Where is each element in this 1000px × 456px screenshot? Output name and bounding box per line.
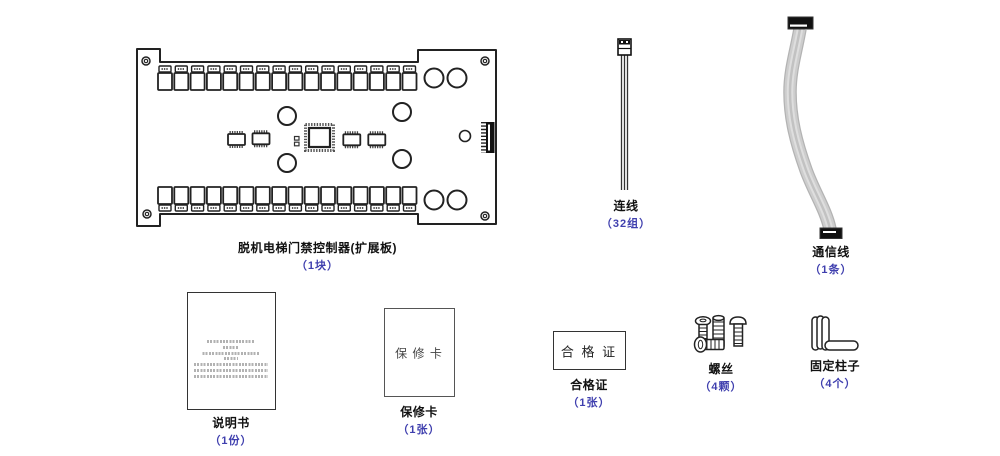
mcu-chip [304,123,335,152]
manual-qty: （1份） [209,435,253,447]
screws-label: 螺丝 [708,362,734,376]
item-manual: 说明书 （1份） [184,292,278,448]
screws-qty: （4颗） [699,381,743,393]
comm-cable-connector-bottom [819,227,843,239]
warranty-qty: （1张） [397,424,441,436]
board-circles [277,67,472,211]
board-label: 脱机电梯门禁控制器(扩展板) [238,241,397,255]
wire-qty: （32组） [600,218,652,230]
warranty-card-text: 保 修 卡 [395,346,443,360]
comm-cable-connector-top [787,16,814,30]
wire-label: 连线 [613,199,639,213]
item-certificate: 合 格 证 合格证 （1张） [549,331,629,410]
item-comm-cable: 通信线 （1条） [775,10,887,277]
wire-drawing [617,38,632,190]
comm-cable-label: 通信线 [812,245,850,259]
certificate-card-text: 合 格 证 [560,344,618,359]
screws-drawing [693,314,747,353]
warranty-card: 保 修 卡 [383,308,455,397]
item-pillars: 固定柱子 （4个） [804,312,866,391]
manual-cover [186,292,276,410]
controller-board-drawing [136,48,497,227]
certificate-label: 合格证 [570,378,608,392]
board-qty: （1块） [295,260,340,272]
item-warranty: 保 修 卡 保修卡 （1张） [380,308,458,437]
pillars-qty: （4个） [813,378,857,390]
certificate-card: 合 格 证 [552,331,626,370]
comm-cable-drawing [783,16,843,239]
board-edge-connector [481,122,495,153]
item-screws: 螺丝 （4颗） [690,312,752,394]
certificate-qty: （1张） [567,397,611,409]
item-wire: 连线 （32组） [598,36,654,231]
tiny-components [293,135,300,147]
pillars-drawing [811,315,859,351]
item-board: 脱机电梯门禁控制器(扩展板) （1块） [135,40,500,273]
board-mount-holes [141,56,490,221]
comm-cable-qty: （1条） [809,264,853,276]
manual-label: 说明书 [212,416,250,430]
pillars-label: 固定柱子 [809,359,860,373]
warranty-label: 保修卡 [400,405,438,419]
